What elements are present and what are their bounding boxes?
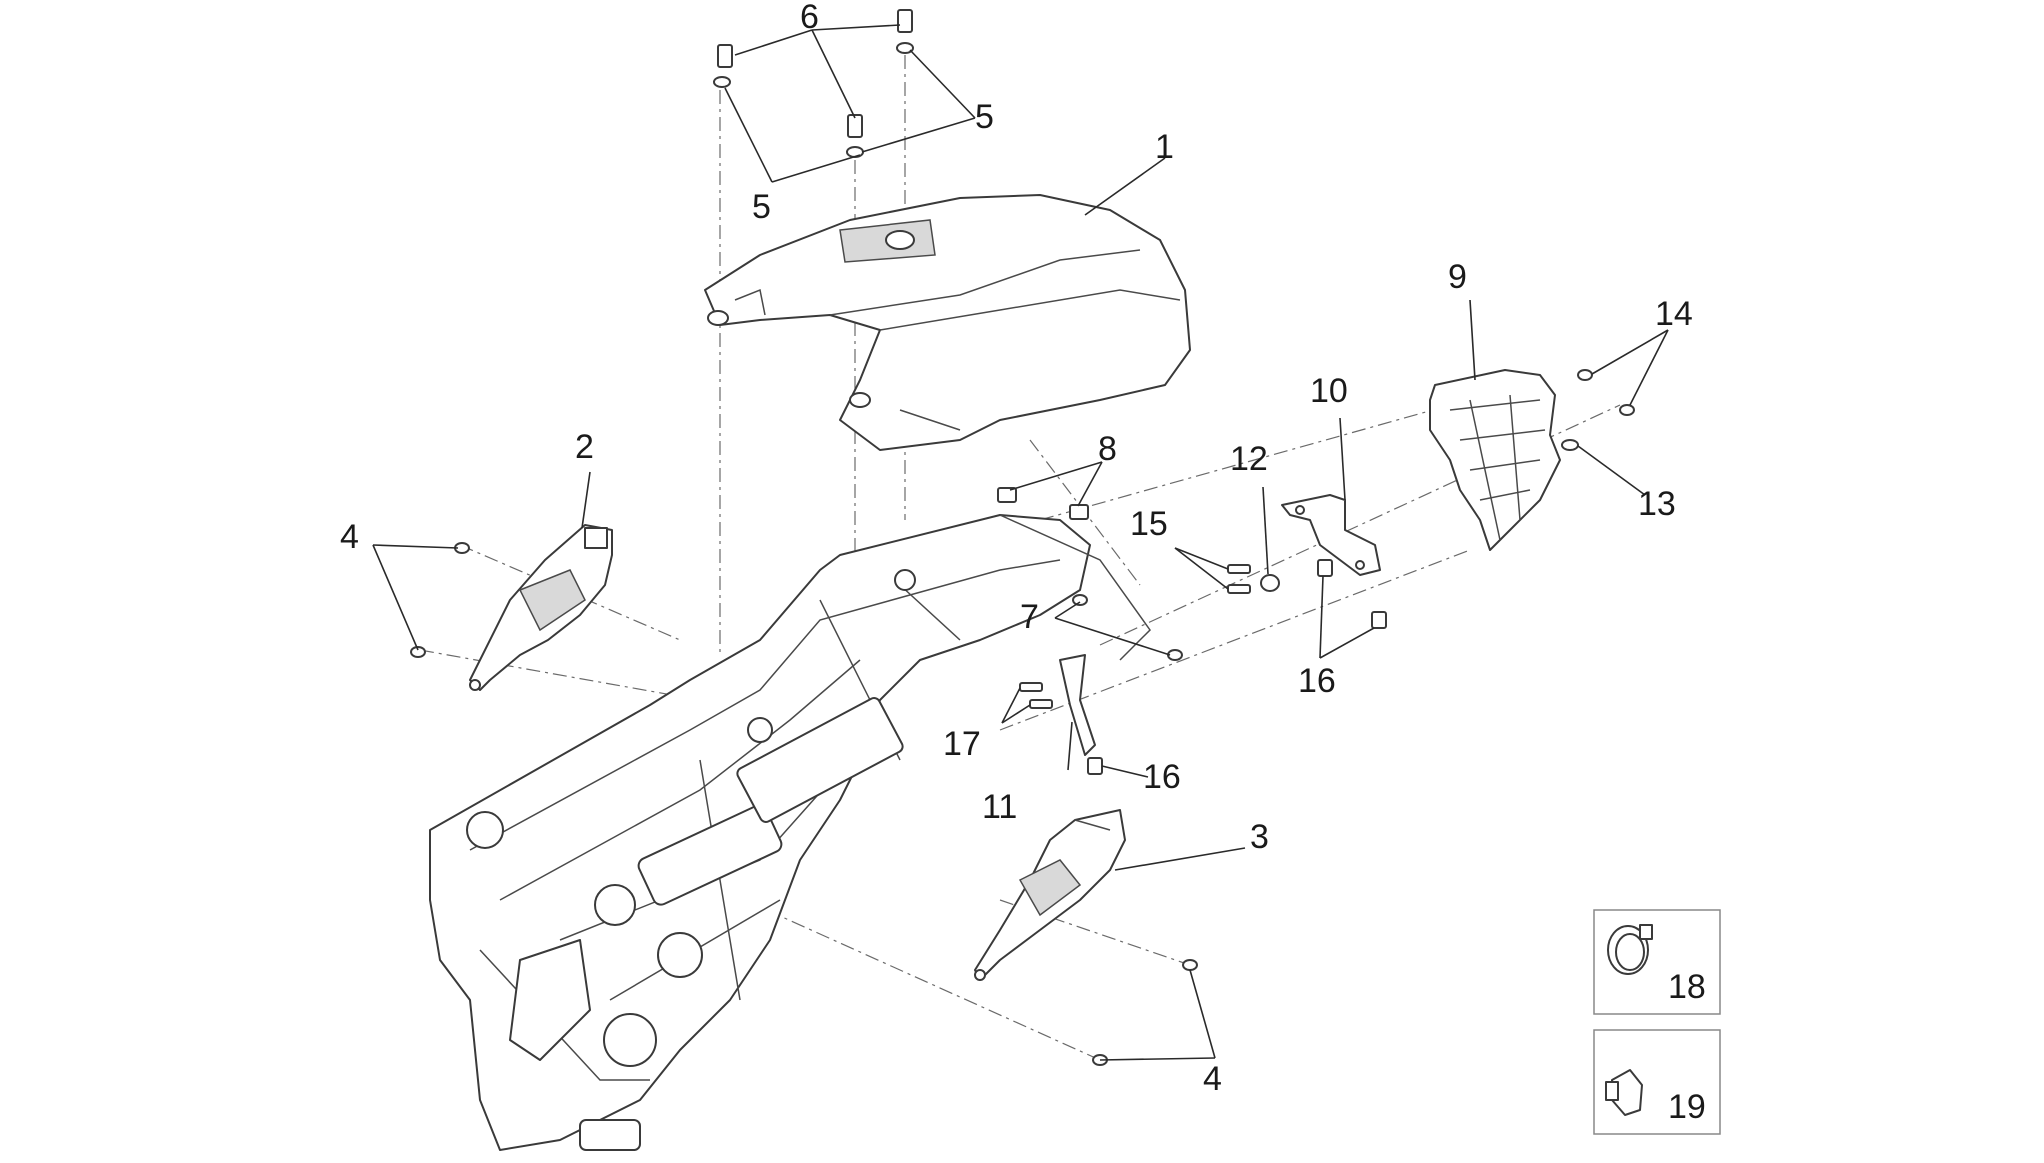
inset-part-18 <box>1593 909 1721 1015</box>
inset-part-19 <box>1593 1029 1721 1135</box>
callout-17: 17 <box>943 725 981 763</box>
callout-2: 2 <box>575 428 594 466</box>
callout-4-left: 4 <box>340 518 359 556</box>
callout-7: 7 <box>1020 598 1039 636</box>
part-license-plate-holder <box>1429 369 1561 551</box>
callout-19: 19 <box>1668 1088 1706 1126</box>
callout-16-upper: 16 <box>1298 662 1336 700</box>
leader-lines <box>372 24 1669 1061</box>
callout-4-right: 4 <box>1203 1060 1222 1098</box>
callout-6: 6 <box>800 0 819 36</box>
callout-9: 9 <box>1448 258 1467 296</box>
callout-15: 15 <box>1130 505 1168 543</box>
callout-1: 1 <box>1155 128 1174 166</box>
callout-12: 12 <box>1230 440 1268 478</box>
callout-18: 18 <box>1668 968 1706 1006</box>
part-small-bracket <box>1059 654 1096 756</box>
part-rear-mudguard <box>704 194 1191 451</box>
callout-5-left: 5 <box>752 188 771 226</box>
callout-5-right: 5 <box>975 98 994 136</box>
part-right-side-cover <box>974 809 1126 981</box>
callout-16-lower: 16 <box>1143 758 1181 796</box>
callout-3: 3 <box>1250 818 1269 856</box>
part-left-side-cover <box>469 524 613 691</box>
callout-10: 10 <box>1310 372 1348 410</box>
callout-11: 11 <box>982 788 1017 826</box>
rear-subframe <box>429 514 1151 1151</box>
callout-8: 8 <box>1098 430 1117 468</box>
part-bracket <box>1281 494 1381 576</box>
callout-13: 13 <box>1638 485 1676 523</box>
callout-labels: 1 2 3 4 4 5 5 6 7 8 9 10 11 12 13 14 15 … <box>340 0 1706 1126</box>
callout-14: 14 <box>1655 295 1693 333</box>
